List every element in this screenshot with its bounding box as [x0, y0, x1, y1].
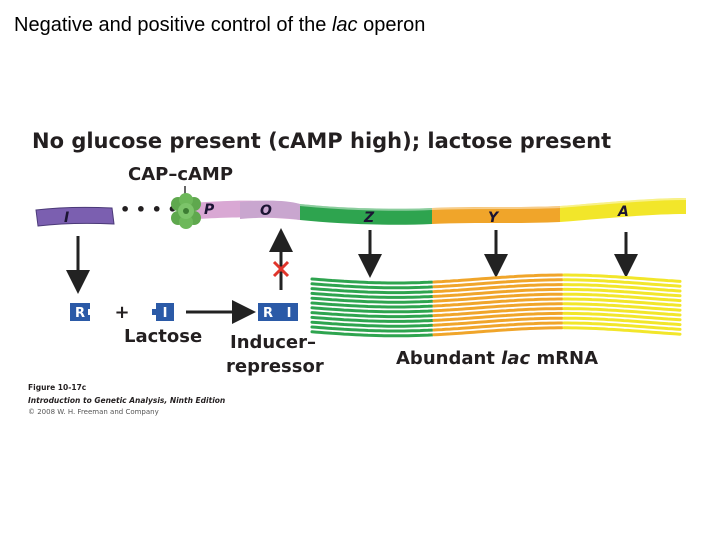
mrna-strand	[310, 320, 434, 328]
i-gene-label: I	[64, 210, 69, 226]
figure-caption-copyright: © 2008 W. H. Freeman and Company	[28, 408, 159, 416]
repressor-box	[70, 303, 90, 321]
p-region-label: P	[204, 202, 215, 218]
inducer-repressor-complex: R I	[258, 303, 298, 321]
mrna-strand	[432, 321, 564, 332]
lactose-label: Lactose	[124, 326, 202, 347]
dotted-link: • • • •	[120, 200, 178, 219]
mrna-strand	[310, 296, 434, 304]
mrna-strand	[310, 287, 434, 295]
mrna-strand	[432, 326, 564, 337]
mrna-strand	[562, 273, 682, 283]
mrna-strand	[562, 311, 682, 322]
a-gene-label: A	[617, 204, 629, 220]
complex-inducer-letter: I	[287, 306, 292, 321]
cap-camp-label: CAP–cAMP	[128, 164, 233, 185]
i-gene-segment	[35, 206, 115, 227]
inducer-box	[156, 303, 174, 321]
mrna-strand	[562, 283, 682, 293]
mrna-bundle	[310, 273, 682, 338]
slide-title-text: Negative and positive control of the	[14, 14, 332, 36]
mrna-strand	[432, 292, 564, 303]
operator-region	[240, 200, 300, 220]
repressor-notch	[88, 309, 93, 315]
block-x-icon	[272, 260, 290, 278]
inducer-repressor-label-line2: repressor	[226, 356, 324, 377]
mrna-strand	[432, 302, 564, 313]
mrna-a-segment	[562, 273, 682, 336]
z-gene-segment	[300, 204, 432, 225]
mrna-strand	[432, 273, 564, 284]
repressor-letter: R	[75, 306, 85, 321]
figure-heading: No glucose present (cAMP high); lactose …	[32, 129, 611, 153]
slide-title-end: operon	[357, 14, 426, 36]
mrna-strand	[562, 278, 682, 288]
mrna-label-start: Abundant	[396, 348, 501, 369]
mrna-strand	[432, 283, 564, 294]
mrna-strand	[432, 307, 564, 318]
mrna-strand	[562, 302, 682, 312]
mrna-strand	[432, 311, 564, 322]
mrna-strand	[310, 315, 434, 323]
mrna-z-segment	[310, 277, 434, 338]
mrna-label-italic: lac	[501, 348, 530, 369]
mrna-strand	[562, 287, 682, 298]
inducer-repressor-label-line1: Inducer–	[230, 332, 316, 353]
mrna-strand	[310, 311, 434, 319]
cap-camp-complex	[171, 193, 201, 229]
mrna-strand	[432, 278, 564, 289]
mrna-strand	[310, 325, 434, 333]
mrna-label-end: mRNA	[530, 348, 598, 369]
a-gene-segment	[560, 198, 686, 222]
plus-sign: +	[114, 302, 129, 323]
o-region-label: O	[260, 203, 272, 219]
mrna-strand	[562, 321, 682, 331]
y-gene-label: Y	[488, 210, 500, 226]
mrna-strand	[310, 282, 434, 290]
complex-repressor-letter: R	[263, 306, 273, 321]
mrna-strand	[562, 297, 682, 307]
mrna-strand	[432, 287, 564, 298]
mrna-strand	[432, 316, 564, 327]
inducer-letter: I	[163, 306, 168, 321]
mrna-strand	[562, 326, 682, 336]
slide-title: Negative and positive control of the lac…	[14, 14, 425, 37]
z-gene-label: Z	[363, 210, 375, 226]
mrna-strand	[310, 301, 434, 309]
mrna-strand	[310, 306, 434, 314]
dna-highlight	[299, 198, 687, 211]
mrna-strand	[432, 297, 564, 308]
y-gene-segment	[432, 206, 560, 224]
mrna-strand	[310, 330, 434, 338]
mrna-label: Abundant lac mRNA	[396, 348, 598, 369]
slide-title-italic: lac	[331, 14, 358, 36]
mrna-y-segment	[432, 273, 564, 337]
figure-caption-book: Introduction to Genetic Analysis, Ninth …	[28, 396, 225, 405]
inducer-tab	[152, 309, 157, 315]
mrna-strand	[562, 292, 682, 303]
mrna-strand	[310, 277, 434, 285]
mrna-strand	[310, 291, 434, 299]
mrna-strand	[562, 316, 682, 327]
figure-caption-number: Figure 10-17c	[28, 383, 86, 392]
mrna-strand	[562, 307, 682, 317]
